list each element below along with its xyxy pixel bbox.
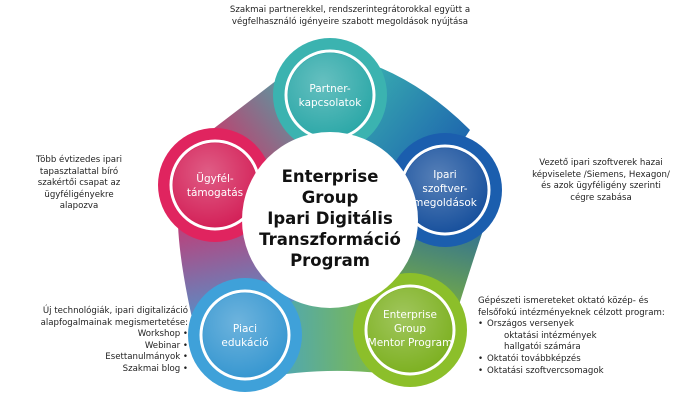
label-mentor: Enterprise Group Mentor Program [368, 309, 453, 349]
svg-text:Program: Program [290, 251, 370, 270]
svg-text:Mentor Program: Mentor Program [368, 337, 453, 349]
svg-text:kapcsolatok: kapcsolatok [299, 97, 363, 109]
svg-text:Enterprise: Enterprise [282, 167, 379, 186]
node-shine [173, 53, 487, 377]
svg-text:edukáció: edukáció [221, 337, 268, 349]
list-item: Szakmai blog [0, 364, 188, 376]
mentor-list: Országos versenyek oktatási intézmények … [478, 319, 694, 377]
list-item-continuation: oktatási intézmények [504, 330, 597, 341]
svg-text:Group: Group [302, 188, 359, 207]
annotation-education: Új technológiák, ipari digitalizáció ala… [0, 306, 188, 376]
svg-text:Enterprise: Enterprise [383, 309, 437, 321]
list-item: Oktatói továbbképzés [478, 354, 694, 366]
label-software: Ipari szoftver- megoldások [413, 169, 478, 209]
svg-text:Ipari: Ipari [433, 169, 456, 181]
list-item: Országos versenyek [478, 319, 694, 331]
education-list: Workshop Webinar Esettanulmányok Szakmai… [0, 329, 188, 375]
center-circle [242, 132, 418, 308]
list-item: Workshop [0, 329, 188, 341]
svg-text:Ipari Digitális: Ipari Digitális [267, 209, 393, 228]
svg-text:Transzformáció: Transzformáció [259, 230, 401, 249]
svg-text:támogatás: támogatás [187, 187, 243, 199]
list-item-continuation: hallgatói számára [504, 342, 581, 353]
list-item: Webinar [0, 341, 188, 353]
label-partner: Partner- kapcsolatok [299, 83, 363, 109]
center-title: Enterprise Group Ipari Digitális Transzf… [259, 167, 401, 270]
svg-text:Piaci: Piaci [233, 323, 257, 335]
annotation-partner: Szakmai partnerekkel, rendszerintegrátor… [229, 5, 471, 27]
annotation-support: Több évtizedes ipari tapasztalattal bíró… [36, 155, 122, 212]
list-item: Oktatási szoftvercsomagok [478, 366, 694, 378]
svg-text:Ügyfél-: Ügyfél- [196, 172, 234, 185]
list-item: Esettanulmányok [0, 352, 188, 364]
label-education: Piaci edukáció [221, 323, 268, 349]
annotation-software: Vezető ipari szoftverek hazai képviselet… [532, 158, 670, 203]
svg-text:szoftver-: szoftver- [422, 183, 467, 195]
svg-text:Partner-: Partner- [309, 83, 350, 95]
svg-text:megoldások: megoldások [413, 197, 478, 209]
label-support: Ügyfél- támogatás [187, 172, 243, 199]
svg-text:Group: Group [394, 323, 426, 335]
annotation-mentor: Gépészeti ismereteket oktató közép- és f… [478, 296, 694, 377]
